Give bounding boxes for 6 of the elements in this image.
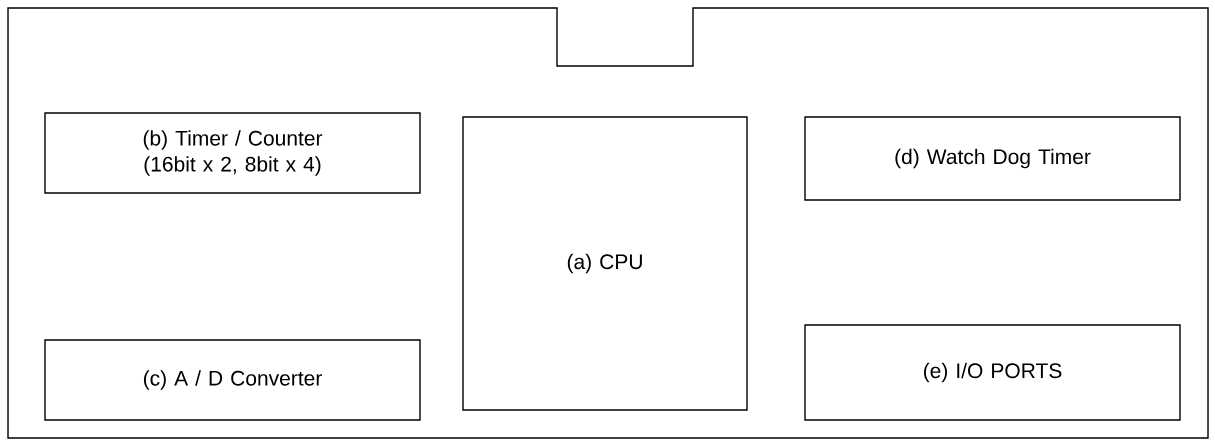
module-box: (e) I/O PORTS	[804, 324, 1181, 421]
chip-outline	[7, 7, 1209, 439]
module-box: (c) A / D Converter	[44, 339, 421, 421]
module-box: (b) Timer / Counter (16bit x 2, 8bit x 4)	[44, 112, 421, 194]
cpu-box: (a) CPU	[462, 116, 748, 411]
module-box: (d) Watch Dog Timer	[804, 116, 1181, 201]
